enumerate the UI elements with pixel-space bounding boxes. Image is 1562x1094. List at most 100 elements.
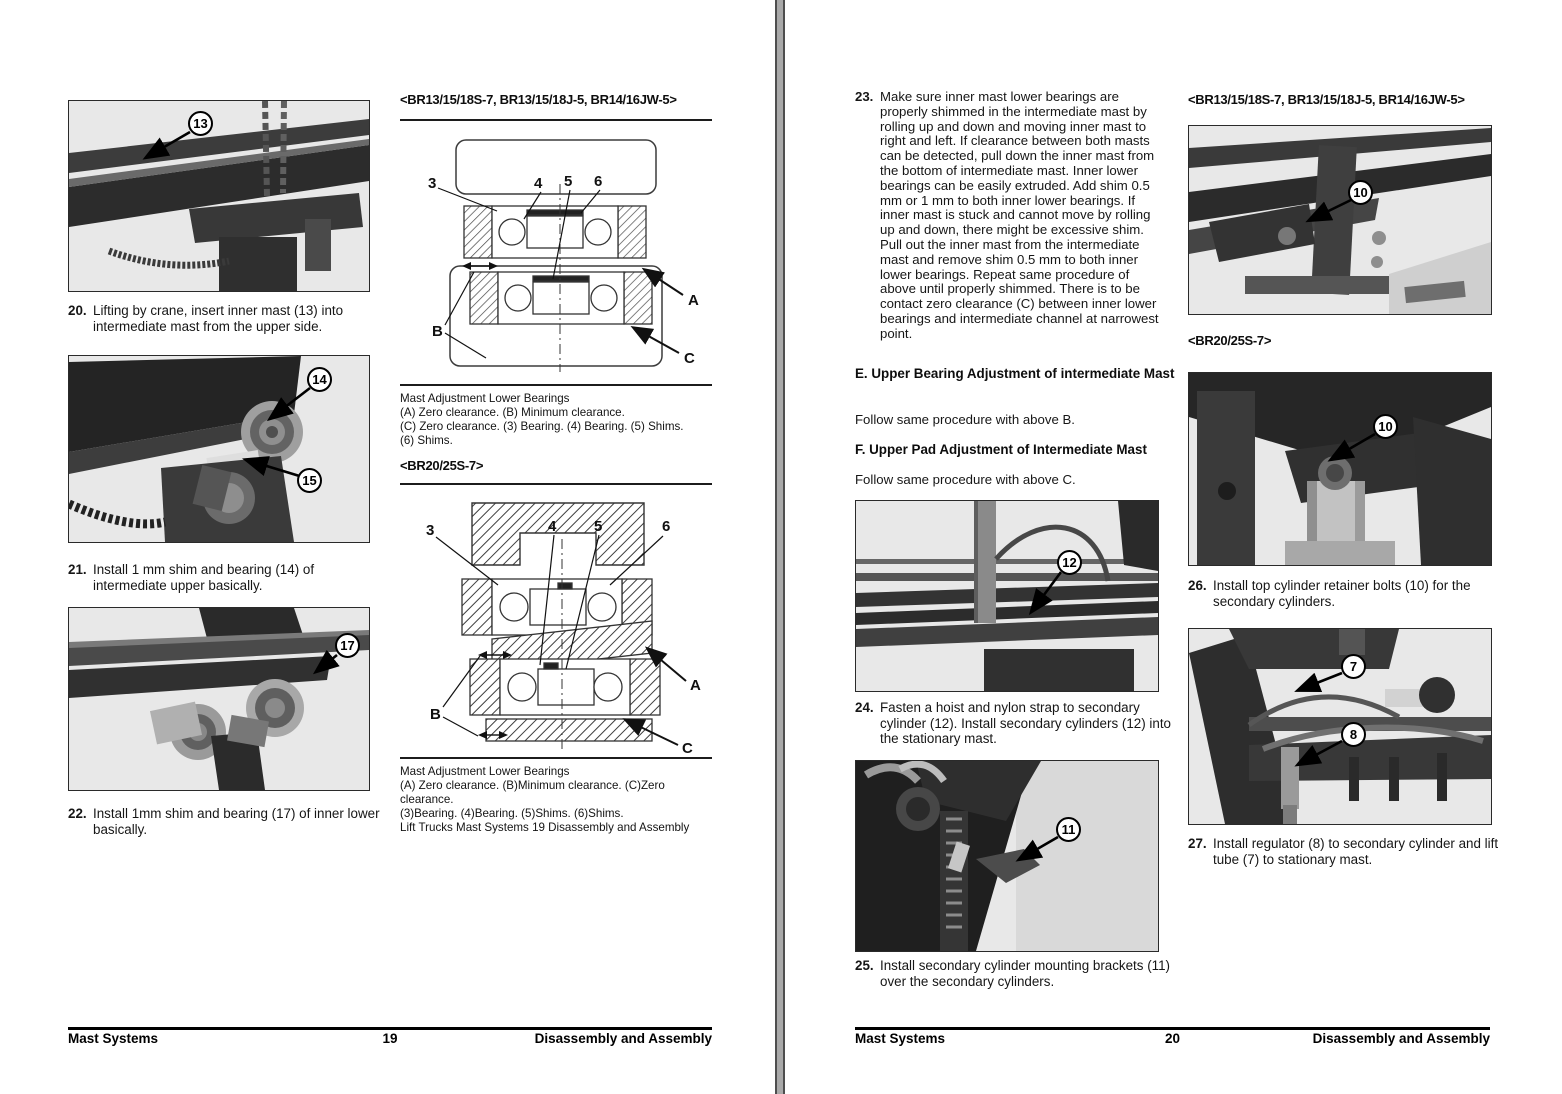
figure-top-rule xyxy=(400,119,712,121)
callout-15: 15 xyxy=(297,468,322,493)
callout-7: 7 xyxy=(1341,654,1366,679)
callout-17: 17 xyxy=(335,633,360,658)
leader-lines xyxy=(435,534,687,746)
label-B: B xyxy=(432,323,443,340)
photo-inner-lower-bearing: 17 xyxy=(68,607,370,791)
figcap-line: (6) Shims. xyxy=(400,434,453,447)
diagram-labels: 3 4 5 6 A B C xyxy=(428,173,699,367)
photo-regulator-lift-tube: 7 8 xyxy=(1188,628,1492,825)
model-heading-br20: <BR20/25S-7> xyxy=(400,458,484,473)
figcap-line: Lift Trucks Mast Systems 19 Disassembly … xyxy=(400,821,690,834)
figure-top-rule xyxy=(400,483,712,485)
footer-page-19: Mast Systems 19 Disassembly and Assembly xyxy=(68,1031,712,1046)
step-26-caption: 26. Install top cylinder retainer bolts … xyxy=(1188,578,1500,609)
callout-8: 8 xyxy=(1341,722,1366,747)
callout-12: 12 xyxy=(1057,550,1082,575)
dimension-marks xyxy=(478,651,512,739)
photo-art xyxy=(69,101,369,291)
label-5: 5 xyxy=(564,173,572,190)
step-21-caption: 21. Install 1 mm shim and bearing (14) o… xyxy=(68,562,388,593)
photo-cylinder-mounting-bracket: 11 xyxy=(855,760,1159,952)
figcap-line: (A) Zero clearance. (B)Minimum clearance… xyxy=(400,779,665,806)
label-A: A xyxy=(688,292,699,309)
step-25-caption: 25. Install secondary cylinder mounting … xyxy=(855,958,1173,989)
model-heading-br20: <BR20/25S-7> xyxy=(1188,333,1272,348)
footer-page-number: 19 xyxy=(382,1031,398,1046)
label-B: B xyxy=(430,706,441,723)
photo-retainer-bolt-br20: 10 xyxy=(1188,372,1492,566)
footer-rule-19 xyxy=(68,1027,712,1030)
label-C: C xyxy=(684,350,695,367)
step-22-caption: 22. Install 1mm shim and bearing (17) of… xyxy=(68,806,388,837)
photo-retainer-bolt-br13: 10 xyxy=(1188,125,1492,315)
footer-right: Disassembly and Assembly xyxy=(534,1031,712,1046)
step-20-caption: 20. Lifting by crane, insert inner mast … xyxy=(68,303,388,334)
step-number: 25. xyxy=(855,958,874,973)
figcap-line: (3)Bearing. (4)Bearing. (5)Shims. (6)Shi… xyxy=(400,807,624,820)
photo-art xyxy=(69,608,369,790)
step-27-caption: 27. Install regulator (8) to secondary c… xyxy=(1188,836,1504,867)
footer-left: Mast Systems xyxy=(68,1031,159,1046)
label-3: 3 xyxy=(428,175,436,192)
top-channel-section xyxy=(471,502,645,566)
step-number: 23. xyxy=(855,89,874,104)
photo-secondary-cylinder-strap: 12 xyxy=(855,500,1159,692)
upper-bearing-section xyxy=(463,205,647,259)
figcap-line: (C) Zero clearance. (3) Bearing. (4) Bea… xyxy=(400,420,684,433)
step-text: Install top cylinder retainer bolts (10)… xyxy=(1213,578,1471,609)
footer-rule-20 xyxy=(855,1027,1490,1030)
step-number: 20. xyxy=(68,303,87,318)
dimension-marks xyxy=(462,262,498,270)
step-text: Install 1 mm shim and bearing (14) of in… xyxy=(93,562,315,593)
step-number: 26. xyxy=(1188,578,1207,593)
figure-bottom-rule xyxy=(400,757,712,759)
step-24-caption: 24. Fasten a hoist and nylon strap to se… xyxy=(855,700,1173,747)
step-text: Fasten a hoist and nylon strap to second… xyxy=(880,700,1171,747)
label-5: 5 xyxy=(594,518,602,535)
label-4: 4 xyxy=(548,518,557,535)
step-number: 27. xyxy=(1188,836,1207,851)
page-divider xyxy=(775,0,785,1094)
step-text: Install secondary cylinder mounting brac… xyxy=(880,958,1171,989)
step-number: 21. xyxy=(68,562,87,577)
label-6: 6 xyxy=(662,518,670,535)
photo-intermediate-upper-bearing: 14 15 xyxy=(68,355,370,543)
footer-page-20: Mast Systems 20 Disassembly and Assembly xyxy=(855,1031,1490,1046)
photo-art xyxy=(856,761,1158,951)
heading-upper-pad-adjustment: F. Upper Pad Adjustment of Intermediate … xyxy=(855,442,1147,457)
photo-art xyxy=(856,501,1158,691)
photo-art xyxy=(1189,629,1491,824)
callout-13: 13 xyxy=(188,111,213,136)
figcap-title: Mast Adjustment Lower Bearings xyxy=(400,392,570,405)
label-A: A xyxy=(690,677,701,694)
label-6: 6 xyxy=(594,173,602,190)
footer-right: Disassembly and Assembly xyxy=(1312,1031,1490,1046)
diagram-labels: 3 4 5 6 A B C xyxy=(426,518,701,755)
diagram1-caption: Mast Adjustment Lower Bearings (A) Zero … xyxy=(400,392,715,448)
figcap-title: Mast Adjustment Lower Bearings xyxy=(400,765,570,778)
callout-14: 14 xyxy=(307,367,332,392)
step-text: Lifting by crane, insert inner mast (13)… xyxy=(93,303,344,334)
photo-art xyxy=(1189,373,1491,565)
photo-crane-lift-inner-mast: 13 xyxy=(68,100,370,292)
footer-left: Mast Systems xyxy=(855,1031,946,1046)
model-heading-br13: <BR13/15/18S-7, BR13/15/18J-5, BR14/16JW… xyxy=(1188,92,1465,107)
bottom-channel-section xyxy=(485,718,653,742)
diagram2-caption: Mast Adjustment Lower Bearings (A) Zero … xyxy=(400,765,715,835)
step-number: 24. xyxy=(855,700,874,715)
mast-adjustment-diagram-br13: 3 4 5 6 A B C xyxy=(428,139,699,372)
step-text: Make sure inner mast lower bearings are … xyxy=(880,89,1159,341)
follow-procedure-b: Follow same procedure with above B. xyxy=(855,412,1075,427)
footer-page-number: 20 xyxy=(1164,1031,1181,1046)
step-text: Install 1mm shim and bearing (17) of inn… xyxy=(93,806,380,837)
label-4: 4 xyxy=(534,175,543,192)
step-number: 22. xyxy=(68,806,87,821)
label-3: 3 xyxy=(426,522,434,539)
leader-lines xyxy=(437,187,684,359)
photo-art xyxy=(1189,128,1491,314)
follow-procedure-c: Follow same procedure with above C. xyxy=(855,472,1076,487)
callout-10: 10 xyxy=(1348,180,1373,205)
figure-bottom-rule xyxy=(400,384,712,386)
heading-upper-bearing-adjustment: E. Upper Bearing Adjustment of intermedi… xyxy=(855,366,1175,381)
lower-bearing-section xyxy=(469,271,653,325)
